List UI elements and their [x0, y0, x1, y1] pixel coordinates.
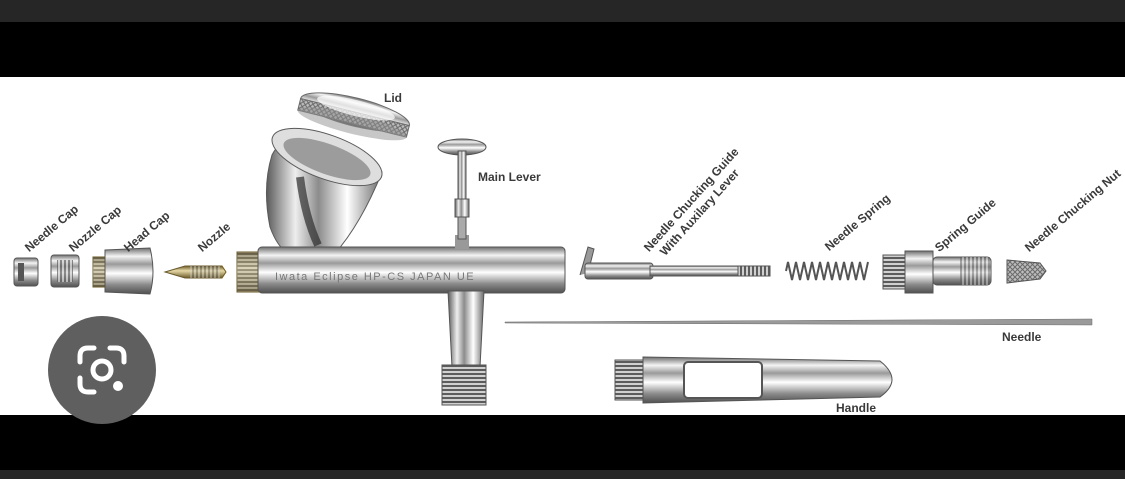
airbrush-illustration: Iwata Eclipse HP-CS JAPAN UE — [13, 92, 1093, 406]
bottom-bar — [0, 470, 1125, 479]
body-engraving: Iwata Eclipse HP-CS JAPAN UE — [275, 271, 475, 283]
google-lens-icon — [77, 345, 127, 395]
exploded-diagram: Iwata Eclipse HP-CS JAPAN UE — [0, 77, 1125, 415]
needle-part — [504, 318, 1093, 326]
label-handle: Handle — [836, 401, 877, 415]
top-bar — [0, 0, 1125, 22]
label-needle: Needle — [1002, 330, 1042, 344]
spring-guide-part — [882, 250, 992, 294]
needle-spring-part — [784, 261, 870, 281]
nozzle-part — [163, 265, 227, 279]
lens-search-button[interactable] — [48, 316, 156, 424]
label-main-lever: Main Lever — [478, 170, 541, 184]
needle-cap-part — [13, 257, 39, 287]
needle-chucking-guide-part — [579, 246, 771, 280]
main-lever-part — [437, 138, 487, 240]
head-cap-part — [92, 247, 154, 295]
lid-part — [297, 92, 410, 141]
label-lid: Lid — [384, 91, 402, 105]
nozzle-cap-part — [50, 254, 80, 288]
handle-part — [614, 356, 893, 404]
airbrush-body-part: Iwata Eclipse HP-CS JAPAN UE — [236, 235, 566, 406]
color-cup-part — [265, 127, 383, 260]
needle-chucking-nut-part — [1006, 259, 1047, 284]
